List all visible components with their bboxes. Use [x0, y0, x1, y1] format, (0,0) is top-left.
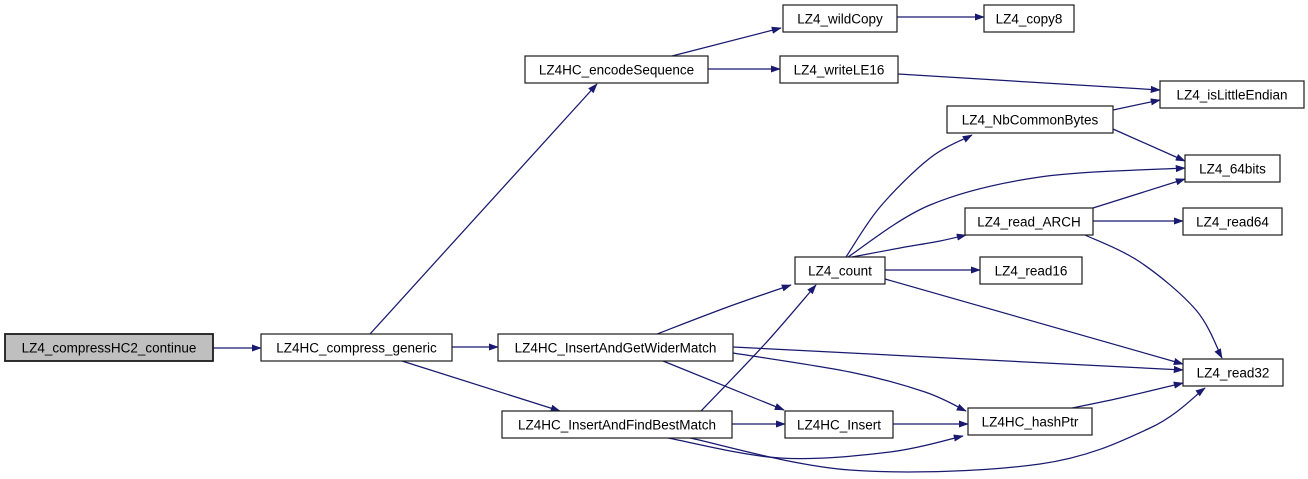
node-LZ4_compressHC2_continue[interactable]: LZ4_compressHC2_continue: [4, 333, 214, 362]
node-label-LZ4_isLittleEndian: LZ4_isLittleEndian: [1176, 88, 1287, 103]
edge-LZ4HC_InsertAndGetWiderMatch-to-LZ4HC_Insert: [662, 360, 785, 411]
edge-LZ4_count-to-LZ4_NbCommonBytes: [845, 134, 973, 258]
node-LZ4_read16[interactable]: LZ4_read16: [979, 256, 1083, 285]
node-LZ4_count[interactable]: LZ4_count: [794, 256, 886, 285]
edge-LZ4_read_ARCH-to-LZ4_read32: [1084, 234, 1223, 359]
node-LZ4HC_encodeSequence[interactable]: LZ4HC_encodeSequence: [524, 55, 709, 84]
node-label-LZ4_count: LZ4_count: [808, 264, 872, 279]
edge-LZ4_count-to-LZ4_read32: [884, 278, 1184, 365]
node-box-LZ4_64bits[interactable]: [1184, 154, 1281, 183]
node-label-LZ4HC_Insert: LZ4HC_Insert: [797, 418, 881, 433]
nodes-layer: LZ4_compressHC2_continue LZ4HC_compress_g…: [4, 4, 1305, 439]
node-label-LZ4HC_compress_generic: LZ4HC_compress_generic: [276, 341, 437, 356]
node-LZ4HC_InsertAndFindBestMatch[interactable]: LZ4HC_InsertAndFindBestMatch: [501, 410, 733, 439]
edge-LZ4_count-to-LZ4_64bits: [847, 164, 1186, 258]
node-box-LZ4_wildCopy[interactable]: [782, 4, 898, 33]
node-LZ4_writeLE16[interactable]: LZ4_writeLE16: [779, 55, 899, 84]
edge-LZ4HC_InsertAndGetWiderMatch-to-LZ4HC_hashPtr: [732, 352, 967, 412]
node-LZ4HC_Insert[interactable]: LZ4HC_Insert: [784, 410, 894, 439]
node-label-LZ4HC_InsertAndGetWiderMatch: LZ4HC_InsertAndGetWiderMatch: [515, 341, 717, 356]
node-label-LZ4_wildCopy: LZ4_wildCopy: [797, 12, 883, 27]
node-box-LZ4_isLittleEndian[interactable]: [1159, 80, 1305, 109]
node-label-LZ4_read16: LZ4_read16: [995, 264, 1068, 279]
node-label-LZ4_NbCommonBytes: LZ4_NbCommonBytes: [962, 113, 1099, 128]
edge-LZ4_count-to-LZ4_read_ARCH: [851, 233, 967, 258]
node-label-LZ4HC_hashPtr: LZ4HC_hashPtr: [982, 415, 1079, 430]
node-box-LZ4_read16[interactable]: [979, 256, 1083, 285]
node-label-LZ4HC_encodeSequence: LZ4HC_encodeSequence: [539, 63, 694, 78]
edge-LZ4_NbCommonBytes-to-LZ4_64bits: [1112, 128, 1186, 162]
node-LZ4_64bits[interactable]: LZ4_64bits: [1184, 154, 1281, 183]
node-box-LZ4_read32[interactable]: [1182, 358, 1284, 387]
node-box-LZ4HC_Insert[interactable]: [784, 410, 894, 439]
edge-LZ4HC_InsertAndFindBestMatch-to-LZ4_count: [700, 284, 817, 412]
node-LZ4_read32[interactable]: LZ4_read32: [1182, 358, 1284, 387]
node-LZ4_read64[interactable]: LZ4_read64: [1182, 207, 1283, 236]
node-LZ4_wildCopy[interactable]: LZ4_wildCopy: [782, 4, 898, 33]
node-box-LZ4HC_InsertAndFindBestMatch[interactable]: [501, 410, 733, 439]
node-label-LZ4_read_ARCH: LZ4_read_ARCH: [977, 215, 1081, 230]
node-box-LZ4_copy8[interactable]: [983, 4, 1075, 33]
node-label-LZ4_compressHC2_continue: LZ4_compressHC2_continue: [22, 341, 197, 356]
node-label-LZ4_64bits: LZ4_64bits: [1199, 162, 1266, 177]
node-label-LZ4_read32: LZ4_read32: [1197, 366, 1270, 381]
edge-LZ4HC_compress_generic-to-LZ4HC_InsertAndFindBestMatch: [401, 360, 561, 412]
node-label-LZ4_copy8: LZ4_copy8: [996, 12, 1063, 27]
node-LZ4_copy8[interactable]: LZ4_copy8: [983, 4, 1075, 33]
node-box-LZ4HC_hashPtr[interactable]: [967, 407, 1093, 436]
node-box-LZ4_NbCommonBytes[interactable]: [946, 105, 1114, 134]
node-box-LZ4HC_InsertAndGetWiderMatch[interactable]: [497, 333, 734, 362]
edge-LZ4HC_InsertAndGetWiderMatch-to-LZ4_count: [656, 284, 792, 335]
edge-LZ4HC_hashPtr-to-LZ4_read32: [1071, 381, 1184, 409]
node-LZ4HC_hashPtr[interactable]: LZ4HC_hashPtr: [967, 407, 1093, 436]
node-box-LZ4_read_ARCH[interactable]: [964, 207, 1094, 236]
edge-LZ4HC_InsertAndFindBestMatch-to-LZ4HC_hashPtr: [667, 434, 964, 460]
edge-LZ4HC_encodeSequence-to-LZ4_wildCopy: [671, 26, 782, 57]
node-box-LZ4_writeLE16[interactable]: [779, 55, 899, 84]
edge-LZ4HC_InsertAndFindBestMatch-to-LZ4_read32: [689, 387, 1206, 473]
node-LZ4HC_compress_generic[interactable]: LZ4HC_compress_generic: [260, 333, 453, 362]
node-label-LZ4_read64: LZ4_read64: [1196, 215, 1269, 230]
node-LZ4HC_InsertAndGetWiderMatch[interactable]: LZ4HC_InsertAndGetWiderMatch: [497, 333, 734, 362]
edge-LZ4_NbCommonBytes-to-LZ4_isLittleEndian: [1112, 98, 1161, 111]
node-box-LZ4_count[interactable]: [794, 256, 886, 285]
node-label-LZ4HC_InsertAndFindBestMatch: LZ4HC_InsertAndFindBestMatch: [518, 418, 716, 433]
node-LZ4_isLittleEndian[interactable]: LZ4_isLittleEndian: [1159, 80, 1305, 109]
node-box-LZ4HC_encodeSequence[interactable]: [524, 55, 709, 84]
edge-LZ4HC_compress_generic-to-LZ4HC_encodeSequence: [369, 83, 598, 335]
node-box-LZ4_compressHC2_continue[interactable]: [4, 333, 214, 362]
edge-LZ4HC_InsertAndGetWiderMatch-to-LZ4_read32: [732, 346, 1184, 374]
node-LZ4_NbCommonBytes[interactable]: LZ4_NbCommonBytes: [946, 105, 1114, 134]
node-label-LZ4_writeLE16: LZ4_writeLE16: [794, 63, 885, 78]
edge-LZ4_writeLE16-to-LZ4_isLittleEndian: [897, 73, 1161, 94]
node-box-LZ4_read64[interactable]: [1182, 207, 1283, 236]
edge-LZ4_read_ARCH-to-LZ4_64bits: [1092, 178, 1186, 209]
edges-layer: [213, 13, 1223, 473]
node-LZ4_read_ARCH[interactable]: LZ4_read_ARCH: [964, 207, 1094, 236]
node-box-LZ4HC_compress_generic[interactable]: [260, 333, 453, 362]
